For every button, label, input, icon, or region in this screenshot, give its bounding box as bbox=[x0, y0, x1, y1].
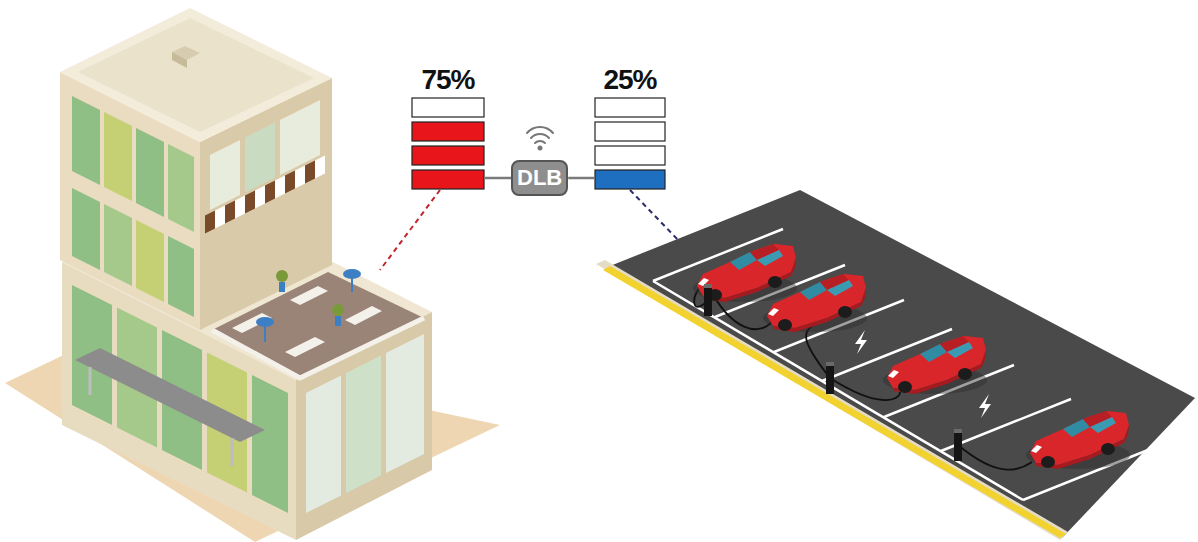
building bbox=[276, 270, 288, 282]
parking-lot bbox=[596, 260, 1068, 540]
building bbox=[285, 171, 295, 194]
building bbox=[235, 196, 245, 219]
bar-stack bbox=[594, 97, 666, 190]
link-line bbox=[568, 177, 594, 180]
parking-lot bbox=[826, 362, 834, 366]
parking-lot bbox=[883, 336, 987, 394]
building bbox=[231, 438, 234, 466]
load-bar bbox=[412, 170, 484, 189]
building bbox=[225, 201, 235, 224]
load-bar bbox=[595, 170, 665, 189]
wifi-symbol bbox=[531, 134, 549, 138]
parking-lot bbox=[704, 284, 712, 316]
building bbox=[305, 161, 315, 184]
building bbox=[264, 322, 266, 342]
building bbox=[315, 156, 325, 179]
building bbox=[172, 52, 187, 68]
parking-lot bbox=[954, 429, 962, 433]
percent-label: 75% bbox=[411, 66, 485, 94]
building bbox=[205, 211, 215, 234]
building bbox=[386, 334, 424, 473]
parking-lot bbox=[979, 394, 991, 418]
building bbox=[285, 337, 325, 357]
building bbox=[306, 376, 341, 514]
building bbox=[136, 220, 164, 302]
percent-label: 25% bbox=[594, 66, 666, 94]
building bbox=[136, 128, 164, 217]
parking-lot bbox=[603, 266, 1066, 538]
building bbox=[210, 140, 240, 210]
parking-lot bbox=[1026, 411, 1130, 469]
building bbox=[335, 316, 341, 326]
load-bar bbox=[412, 122, 484, 141]
parking-lot bbox=[763, 274, 867, 332]
building bbox=[75, 348, 265, 442]
controller-label: DLB bbox=[517, 167, 562, 189]
building bbox=[72, 96, 100, 185]
building bbox=[290, 286, 328, 305]
wifi-symbol bbox=[527, 127, 553, 143]
wifi-symbol bbox=[535, 141, 545, 143]
parking-lot bbox=[653, 229, 1153, 500]
building bbox=[168, 236, 194, 317]
building bbox=[332, 304, 344, 316]
parking-lot bbox=[596, 190, 1195, 540]
parking-lot bbox=[826, 362, 834, 394]
leader-line bbox=[630, 190, 680, 242]
parking-lot bbox=[605, 190, 1195, 538]
building bbox=[72, 96, 194, 317]
building bbox=[279, 282, 285, 292]
building bbox=[104, 112, 132, 201]
bar-stack bbox=[411, 97, 485, 190]
building bbox=[255, 186, 265, 209]
building bbox=[252, 375, 288, 513]
link-line bbox=[485, 177, 511, 180]
load-bar bbox=[595, 122, 665, 141]
building bbox=[275, 176, 285, 199]
building bbox=[212, 272, 424, 378]
building bbox=[5, 8, 500, 542]
building bbox=[168, 144, 194, 232]
building bbox=[351, 274, 353, 292]
building bbox=[104, 204, 132, 286]
parking-lot bbox=[704, 284, 962, 433]
parking-lot bbox=[704, 284, 962, 461]
load-bar bbox=[595, 146, 665, 165]
building bbox=[345, 306, 382, 325]
building bbox=[245, 123, 275, 193]
building bbox=[72, 188, 100, 270]
load-gauge: 25% bbox=[594, 66, 666, 190]
load-gauge: 75% bbox=[411, 66, 485, 190]
wifi-symbol bbox=[527, 127, 553, 133]
load-bar bbox=[412, 146, 484, 165]
leader-line bbox=[380, 190, 440, 270]
building bbox=[295, 166, 305, 189]
controller-box: DLB bbox=[511, 160, 568, 196]
load-bar bbox=[412, 98, 484, 117]
parking-lot bbox=[954, 429, 962, 461]
load-bar bbox=[595, 98, 665, 117]
building bbox=[245, 191, 255, 214]
building bbox=[346, 356, 381, 494]
building bbox=[205, 98, 325, 234]
parking-lot bbox=[958, 445, 1032, 470]
building bbox=[265, 181, 275, 204]
building bbox=[215, 206, 225, 229]
wifi-dot bbox=[538, 146, 543, 151]
building bbox=[78, 18, 314, 132]
parking-lot bbox=[704, 284, 712, 288]
parking-lot bbox=[855, 330, 867, 354]
building bbox=[89, 367, 92, 395]
